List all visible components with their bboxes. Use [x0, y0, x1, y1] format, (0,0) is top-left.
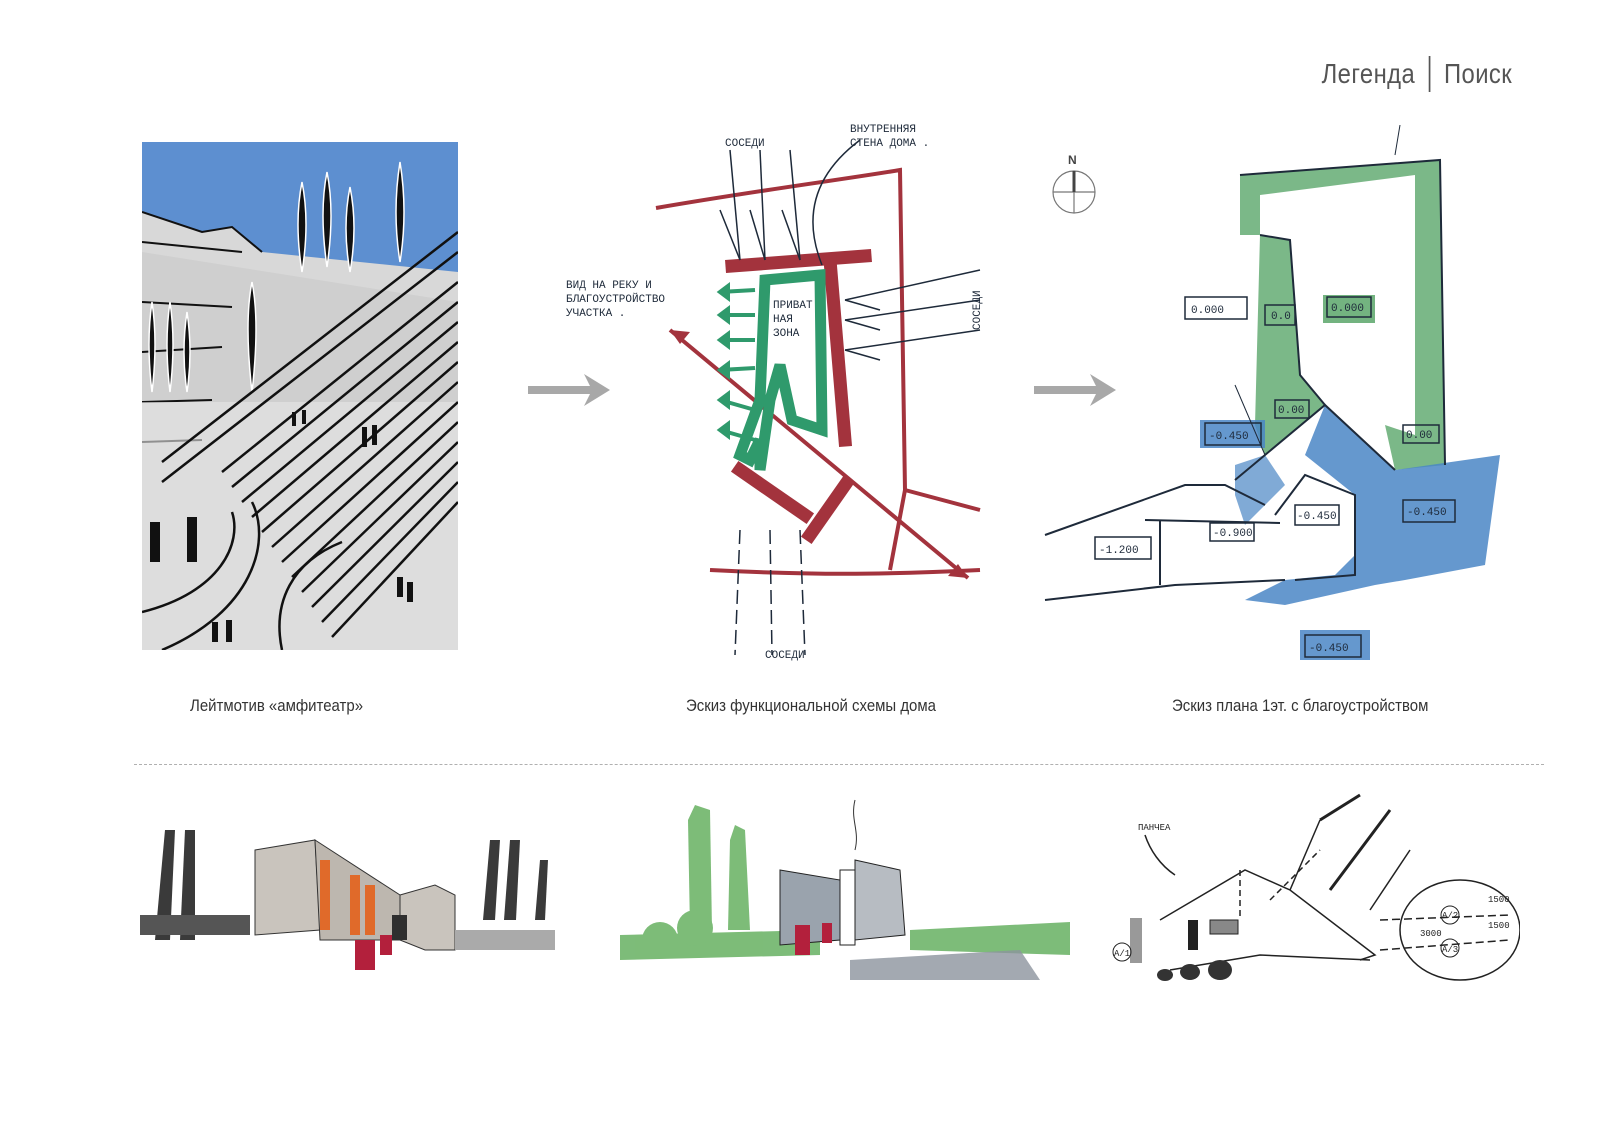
- detail-note-label: ПАНЧЕА: [1138, 823, 1171, 833]
- legend-link[interactable]: Легенда: [1321, 58, 1416, 89]
- level-label: 0.00: [1278, 405, 1304, 417]
- compass-north-label: N: [1068, 153, 1077, 167]
- arrow-right-icon: [528, 372, 612, 408]
- level-label: 0.000: [1331, 303, 1364, 315]
- level-label: 0.00: [1406, 430, 1432, 442]
- amphitheater-image: [142, 142, 458, 650]
- neighbors-right-label: СОСЕДИ: [972, 290, 984, 330]
- level-label: -0.450: [1407, 507, 1447, 519]
- level-label: 0.000: [1191, 305, 1224, 317]
- caption-amphitheater: Лейтмотив «амфитеатр»: [190, 696, 364, 715]
- caption-functional-scheme: Эскиз функциональной схемы дома: [686, 696, 936, 715]
- dimension-label: 1500: [1488, 921, 1510, 931]
- neighbors-top-label: СОСЕДИ: [725, 138, 765, 150]
- perspective-sketch-orange-image: [130, 800, 570, 980]
- search-link[interactable]: Поиск: [1443, 58, 1512, 89]
- nav-separator: [1428, 56, 1431, 92]
- private-label-3: ЗОНА: [773, 328, 800, 340]
- level-label: -0.450: [1309, 643, 1349, 655]
- plan-detail-sketch-image: ПАНЧЕА A/1 A/2 A/3 1500 3000 1500: [1090, 790, 1520, 990]
- functional-scheme-image: СОСЕДИ ВНУТРЕННЯЯ СТЕНА ДОМА . ВИД НА РЕ…: [560, 110, 1010, 670]
- axis-label: A/2: [1442, 911, 1458, 921]
- axis-label: A/3: [1442, 945, 1458, 955]
- arrow-right-icon: [1034, 372, 1118, 408]
- level-label: -0.450: [1297, 511, 1337, 523]
- top-nav: Легенда Поиск: [1322, 56, 1512, 92]
- dimension-label: 3000: [1420, 929, 1442, 939]
- inner-wall-label-2: СТЕНА ДОМА .: [850, 138, 929, 150]
- private-label-2: НАЯ: [773, 314, 793, 326]
- level-label: 0.0: [1271, 311, 1291, 323]
- level-label: -0.450: [1209, 431, 1249, 443]
- dimension-label: 1500: [1488, 895, 1510, 905]
- level-label: -1.200: [1099, 545, 1139, 557]
- axis-label: A/1: [1114, 949, 1130, 959]
- neighbors-bottom-label: СОСЕДИ: [765, 650, 805, 662]
- view-label-3: УЧАСТКА .: [566, 308, 625, 320]
- section-divider: [134, 764, 1544, 765]
- view-label-2: БЛАГОУСТРОЙСТВО: [566, 292, 665, 306]
- private-label-1: ПРИВАТ: [773, 300, 813, 312]
- perspective-sketch-green-image: [600, 780, 1080, 980]
- view-label-1: ВИД НА РЕКУ И: [566, 280, 652, 292]
- compass-icon: N: [1050, 152, 1100, 218]
- level-label: -0.900: [1213, 528, 1253, 540]
- ground-floor-plan-image: 0.000 0.0 0.000 0.00 0.00 -0.450 -0.450 …: [1035, 125, 1515, 665]
- inner-wall-label-1: ВНУТРЕННЯЯ: [850, 124, 916, 136]
- caption-ground-floor-plan: Эскиз плана 1эт. с благоустройством: [1172, 696, 1429, 715]
